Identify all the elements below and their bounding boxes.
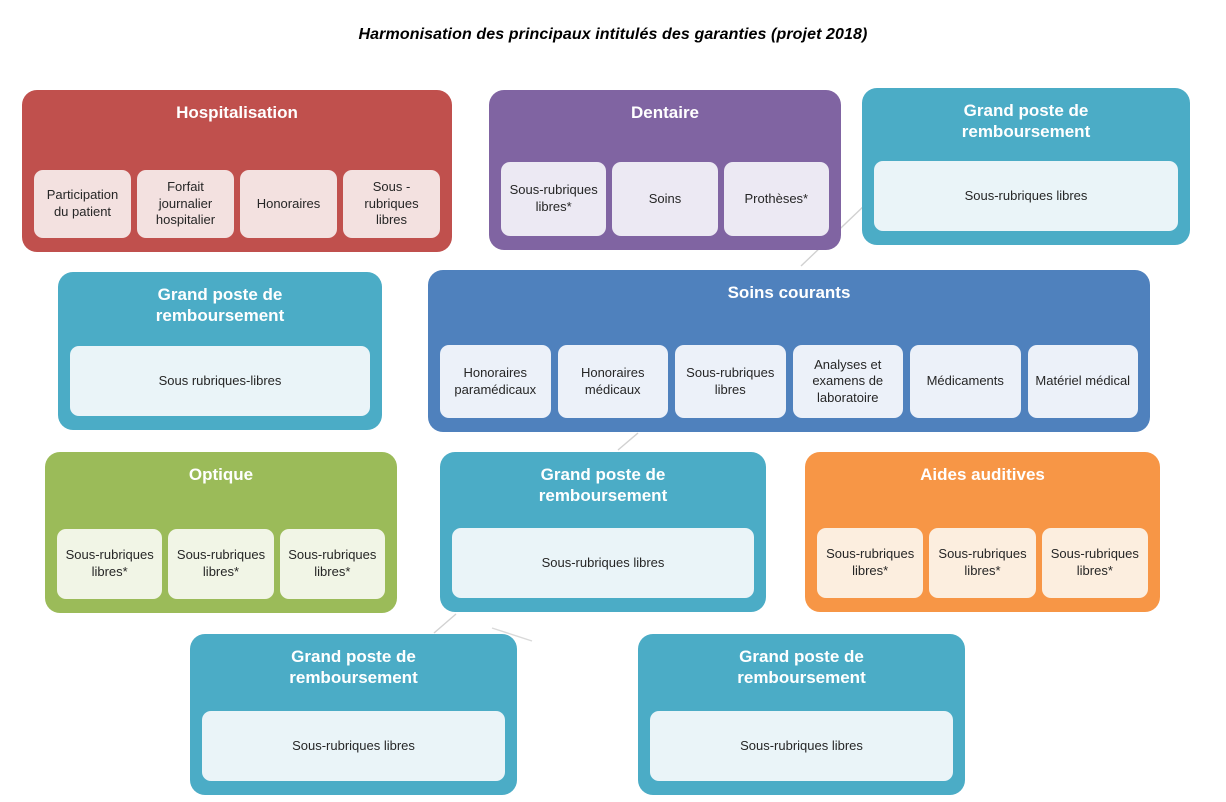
group-title: Grand poste de remboursement: [289, 647, 418, 687]
group-item: Honoraires: [240, 170, 337, 238]
group-item: Sous-rubriques libres*: [279, 529, 385, 599]
group-title: Grand poste de remboursement: [961, 101, 1091, 141]
group-item: Honoraires médicaux: [557, 345, 668, 418]
group-items: Sous-rubriques libres* Sous-rubriques li…: [45, 529, 397, 613]
group-title: Hospitalisation: [176, 103, 298, 122]
group-item: Matériel médical: [1027, 345, 1138, 418]
group-aides-auditives: Aides auditives Sous-rubriques libres* S…: [805, 452, 1160, 612]
group-item: Sous-rubriques libres*: [168, 529, 274, 599]
group-item: Sous-rubriques libres: [874, 161, 1178, 231]
group-optique: Optique Sous-rubriques libres* Sous-rubr…: [45, 452, 397, 613]
connector-line: [491, 627, 533, 642]
group-dentaire: Dentaire Sous-rubriques libres* Soins Pr…: [489, 90, 841, 250]
group-item: Forfait journalier hospitalier: [137, 170, 234, 238]
group-items: Sous-rubriques libres: [862, 161, 1190, 245]
group-items: Participation du patient Forfait journal…: [22, 170, 452, 252]
group-soins-courants: Soins courants Honoraires paramédicaux H…: [428, 270, 1150, 432]
group-items: Sous-rubriques libres* Soins Prothèses*: [489, 162, 841, 250]
group-item: Sous-rubriques libres*: [57, 529, 163, 599]
group-item: Prothèses*: [723, 162, 829, 236]
group-items: Honoraires paramédicaux Honoraires médic…: [428, 345, 1150, 432]
group-item: Honoraires paramédicaux: [440, 345, 551, 418]
group-item: Sous-rubriques libres*: [817, 528, 924, 598]
connector-line: [433, 613, 457, 634]
group-item: Sous rubriques-libres: [70, 346, 370, 416]
group-item: Sous-rubriques libres: [675, 345, 786, 418]
group-title: Grand poste de remboursement: [538, 465, 668, 505]
group-grand-poste-remboursement-1: Grand poste de remboursement Sous-rubriq…: [862, 88, 1190, 245]
group-item: Sous-rubriques libres: [452, 528, 754, 598]
group-title: Dentaire: [630, 103, 700, 122]
group-grand-poste-remboursement-3: Grand poste de remboursement Sous-rubriq…: [440, 452, 766, 612]
group-item: Sous-rubriques libres*: [501, 162, 607, 236]
group-item: Sous-rubriques libres*: [1041, 528, 1148, 598]
group-items: Sous-rubriques libres: [638, 711, 965, 795]
group-title: Grand poste de remboursement: [737, 647, 866, 687]
group-items: Sous-rubriques libres: [440, 528, 766, 612]
connector-line: [617, 432, 639, 451]
group-item: Sous - rubriques libres: [343, 170, 440, 238]
group-item: Participation du patient: [34, 170, 131, 238]
group-title: Grand poste de remboursement: [155, 285, 285, 325]
group-grand-poste-remboursement-4: Grand poste de remboursement Sous-rubriq…: [190, 634, 517, 795]
group-item: Sous-rubriques libres*: [929, 528, 1036, 598]
group-item: Analyses et examens de laboratoire: [792, 345, 903, 418]
group-grand-poste-remboursement-2: Grand poste de remboursement Sous rubriq…: [58, 272, 382, 430]
group-items: Sous rubriques-libres: [58, 346, 382, 430]
group-title: Soins courants: [727, 283, 851, 302]
group-item: Médicaments: [910, 345, 1021, 418]
page-title: Harmonisation des principaux intitulés d…: [358, 26, 868, 43]
group-items: Sous-rubriques libres* Sous-rubriques li…: [805, 528, 1160, 612]
group-items: Sous-rubriques libres: [190, 711, 517, 795]
group-grand-poste-remboursement-5: Grand poste de remboursement Sous-rubriq…: [638, 634, 965, 795]
group-item: Soins: [612, 162, 718, 236]
group-hospitalisation: Hospitalisation Participation du patient…: [22, 90, 452, 252]
group-item: Sous-rubriques libres: [650, 711, 953, 781]
group-item: Sous-rubriques libres: [202, 711, 505, 781]
group-title: Optique: [188, 465, 254, 484]
group-title: Aides auditives: [920, 465, 1045, 484]
